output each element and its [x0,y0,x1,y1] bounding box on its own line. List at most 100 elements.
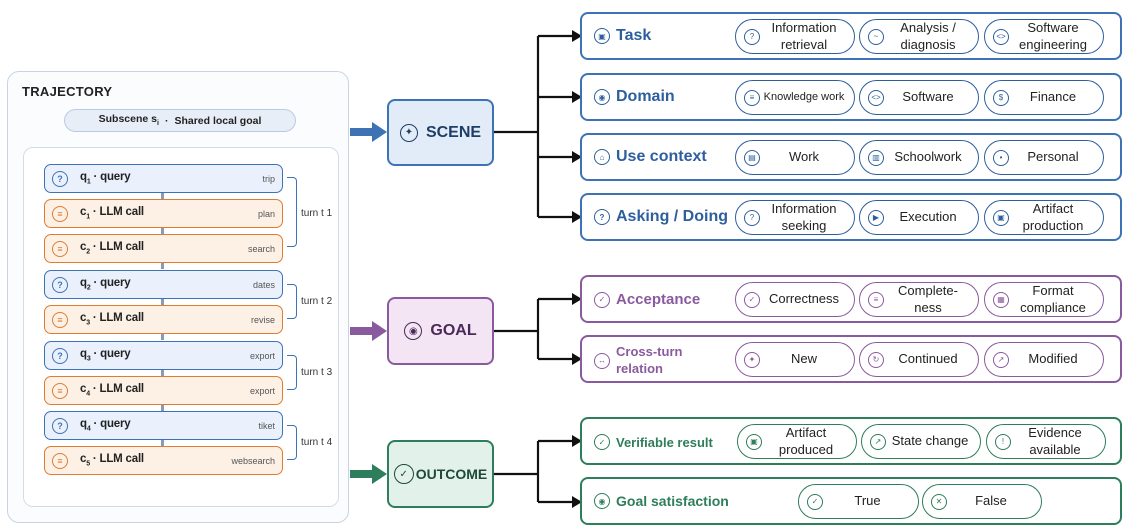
option-text: Format compliance [1020,283,1086,315]
book-icon: ▥ [868,149,884,166]
step-connector [161,405,164,411]
question-icon: ? [744,209,760,226]
option-true[interactable]: ✓True [798,484,919,519]
turn-label-1: turn t 1 [301,208,333,219]
list-icon: ≡ [52,205,68,222]
option-text: Modified [1028,351,1078,367]
step-llm-call-4[interactable]: ≡ c4 · LLM call export [44,376,283,405]
list-icon: ≡ [868,291,884,308]
step-connector [161,440,164,446]
step-label-sub: 4 [86,390,90,398]
category-title-text: Cross-turn relation [616,344,683,376]
category-acceptance: ✓ Acceptance ✓ Correctness ≡ Complete- nes… [580,275,1122,323]
option-knowledge-work[interactable]: ≡Knowledge work [735,80,855,115]
step-tag: dates [252,279,275,290]
dollar-icon: $ [993,89,1009,106]
edit-icon: ↗ [993,351,1009,368]
option-finance[interactable]: $ Finance [984,80,1104,115]
sparkle-icon: ✦ [744,351,760,368]
category-verifiable-result: ✓ Verifiable result ▣Artifact produced ↗… [580,417,1122,465]
step-connector [161,228,164,234]
option-text: Correctness [768,291,840,307]
option-artifact-produced[interactable]: ▣Artifact produced [737,424,857,459]
step-label-sub: 2 [86,248,90,256]
question-icon: ? [594,209,610,225]
option-state-change[interactable]: ↗State change [861,424,981,459]
option-text: Artifact produced [778,425,834,457]
option-software[interactable]: <>Software [859,80,979,115]
option-format-compliance[interactable]: ▦ Format compliance [984,282,1104,317]
option-new[interactable]: ✦New [735,342,855,377]
step-llm-call-1[interactable]: ≡ c1 · LLM call plan [44,199,283,228]
goal-node[interactable]: ◉ GOAL [387,297,494,365]
step-llm-call-3[interactable]: ≡ c3 · LLM call revise [44,305,283,334]
option-software-engineering[interactable]: <>Software engineering [984,19,1104,54]
step-label-suffix: · LLM call [89,312,144,325]
step-query-3[interactable]: ? q3 · query export [44,341,283,370]
question-icon: ? [52,276,68,293]
option-text: Finance [1029,89,1077,105]
category-title: ▣ Task [594,27,651,45]
step-label-sub: 1 [86,178,91,186]
option-analysis-diagnosis[interactable]: ~Analysis / diagnosis [859,19,979,54]
outcome-label: OUTCOME [415,466,488,482]
category-title-text: Use context [616,148,707,165]
step-tag: search [247,243,275,254]
turn-label-3: turn t 3 [301,367,333,378]
turn-label-2: turn t 2 [301,296,333,307]
option-evidence-available[interactable]: !Evidence available [986,424,1106,459]
option-continued[interactable]: ↻Continued [859,342,979,377]
step-label: q3 · query [80,348,131,362]
option-information-retrieval[interactable]: ?Information retrieval [735,19,855,54]
option-schoolwork[interactable]: ▥ Schoolwork [859,140,979,175]
category-use-context: ⌂ Use context ▤Work ▥Schoolwork •Persona… [580,133,1122,181]
turn-bracket-1 [287,177,297,247]
option-work[interactable]: ▤Work [735,140,855,175]
step-label-letter: c [80,383,87,396]
option-modified[interactable]: ↗ Modified [984,342,1104,377]
check-circle-icon: ✓ [393,464,414,484]
step-tag: revise [250,314,275,325]
category-domain: ◉ Domain ≡Knowledge work <>Software $Fin… [580,73,1122,121]
option-personal[interactable]: •Personal [984,140,1104,175]
step-label-sub: 3 [86,319,90,327]
category-title-text: Domain [616,88,675,105]
step-label: c5 · LLM call [80,453,144,467]
category-asking-doing: ? Asking / Doing ?Information seeking ▶E… [580,193,1122,241]
code-icon: <> [868,89,884,106]
check-icon: ✓ [744,291,760,308]
step-llm-call-2[interactable]: ≡ c2 · LLM call search [44,234,283,263]
step-connector [161,370,164,376]
option-artifact-production[interactable]: ▣Artifact production [984,200,1104,235]
list-icon: ≡ [52,382,68,399]
step-query-1[interactable]: ? q1 · query trip [44,164,283,193]
step-label: q1 · query [80,171,131,186]
outcome-node[interactable]: ✓ OUTCOME [387,440,494,508]
option-correctness[interactable]: ✓ Correctness [735,282,855,317]
scene-node[interactable]: ✦ SCENE [387,99,494,166]
category-title: ✓ Acceptance [594,291,700,308]
grid-icon: ▦ [993,291,1009,308]
step-label: c4 · LLM call [80,383,144,397]
briefcase-icon: ▤ [744,149,760,166]
option-execution[interactable]: ▶Execution [859,200,979,235]
step-label: c2 · LLM call [80,241,144,255]
play-icon: ▶ [868,209,884,226]
category-title-text: Acceptance [616,291,701,308]
step-label-suffix: · query [90,348,131,361]
step-query-4[interactable]: ? q4 · query tiket [44,411,283,440]
option-false[interactable]: ✕False [922,484,1042,519]
list-icon: ≡ [52,240,68,257]
list-icon: ≡ [52,311,68,328]
category-goal-satisfaction: ◉ Goal satisfaction ✓True ✕False [580,477,1122,525]
option-completeness[interactable]: ≡ Complete- ness [859,282,979,317]
question-icon: ? [52,417,68,434]
option-text: Complete- ness [898,283,958,315]
question-icon: ? [52,170,68,187]
step-query-2[interactable]: ? q2 · query dates [44,270,283,299]
category-title: ✓ Verifiable result [594,434,713,450]
category-cross-turn-relation: ↔ Cross-turn relation ✦New ↻Continued ↗M… [580,335,1122,383]
option-text: Schoolwork [894,149,962,165]
step-llm-call-5[interactable]: ≡ c5 · LLM call websearch [44,446,283,475]
option-information-seeking[interactable]: ?Information seeking [735,200,855,235]
